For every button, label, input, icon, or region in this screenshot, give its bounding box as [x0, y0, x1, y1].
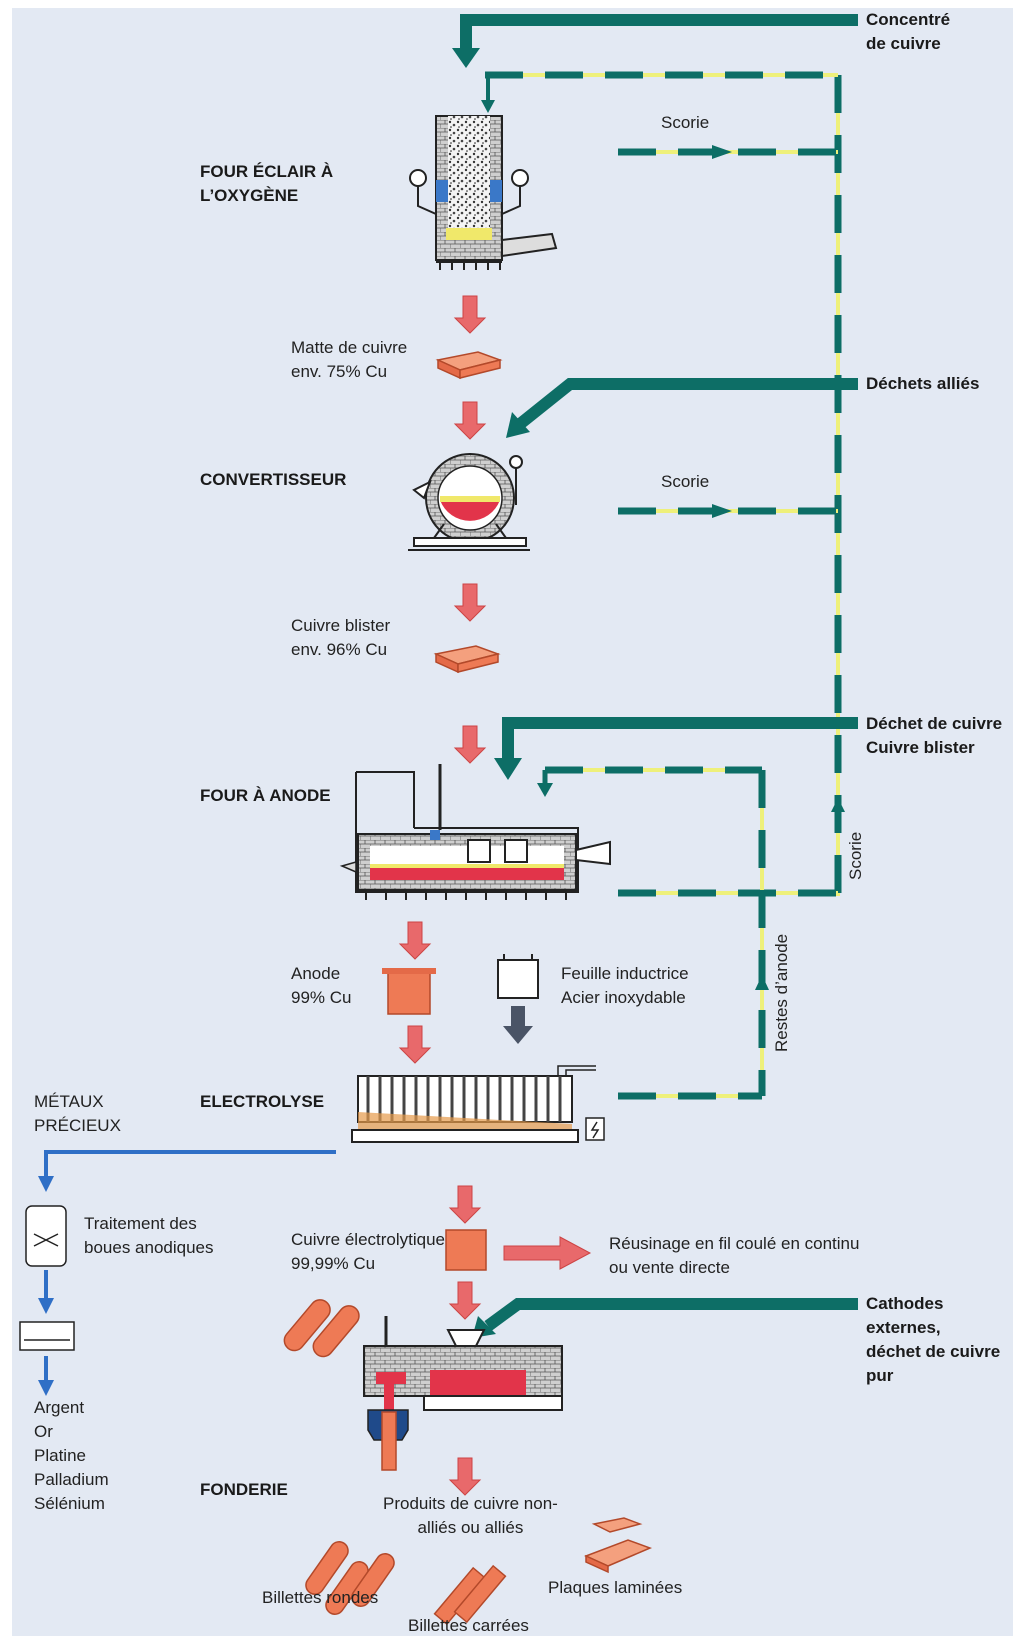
- blister-copper-block: [433, 645, 501, 674]
- anode-sludge-treatment-label: Traitement des boues anodiques: [84, 1214, 214, 1257]
- foundry-illustration: [363, 1316, 563, 1471]
- slag-label-3: Scorie: [846, 831, 865, 880]
- anode-label: Anode 99% Cu: [291, 964, 352, 1007]
- starter-sheet: [497, 954, 539, 999]
- flash-furnace-illustration: [409, 115, 558, 270]
- starter-sheet-label: Feuille inductrice Acier inoxydable: [561, 964, 689, 1007]
- process-arrows: [398, 295, 592, 1496]
- copper-matte-label: Matte de cuivre env. 75% Cu: [291, 338, 408, 381]
- rework-label: Réusinage en fil coulé en continu ou ven…: [609, 1234, 860, 1277]
- stage-converter: CONVERTISSEUR: [200, 470, 347, 489]
- input-alloyed-scrap: Déchets alliés: [866, 374, 980, 393]
- input-external-cathodes: Cathodes externes, déchet de cuivre pur: [866, 1294, 1001, 1385]
- slag-label-2: Scorie: [661, 472, 710, 491]
- precious-metals-title: MÉTAUX PRÉCIEUX: [34, 1092, 121, 1135]
- precious-metals-list: Argent Or Platine Palladium Sélénium: [34, 1398, 109, 1513]
- round-billets: [283, 1299, 395, 1615]
- round-billets-label: Billettes rondes: [262, 1588, 379, 1607]
- copper-matte-block: [435, 351, 503, 380]
- slag-label-1: Scorie: [661, 113, 710, 132]
- input-lines: [452, 14, 858, 1338]
- input-concentrate: Concentré de cuivre: [866, 10, 951, 53]
- electrolytic-copper-block: [445, 1229, 487, 1271]
- stage-electrolysis: ELECTROLYSE: [200, 1092, 325, 1111]
- products-title: Produits de cuivre non- alliés ou alliés: [383, 1494, 558, 1537]
- square-billets-label: Billettes carrées: [408, 1616, 529, 1635]
- square-billets: [433, 1564, 507, 1626]
- recycle-flow-lines: [481, 71, 845, 1100]
- rolled-plates: [584, 1517, 653, 1574]
- anode-furnace-illustration: [339, 764, 611, 900]
- stage-flash-furnace: FOUR ÉCLAIR À L’OXYGÈNE: [200, 162, 334, 205]
- stage-foundry: FONDERIE: [200, 1480, 288, 1499]
- rolled-plates-label: Plaques laminées: [548, 1578, 683, 1597]
- stage-anode-furnace: FOUR À ANODE: [200, 786, 331, 805]
- starter-sheet-arrow: [503, 1006, 533, 1044]
- precious-metals-branch: [19, 1150, 336, 1396]
- electrolytic-copper-label: Cuivre électrolytique 99,99% Cu: [291, 1230, 446, 1273]
- converter-illustration: [408, 453, 530, 551]
- blister-copper-label: Cuivre blister env. 96% Cu: [291, 616, 391, 659]
- electrolysis-cell: [351, 1065, 605, 1143]
- anode-block: [382, 968, 436, 1015]
- input-copper-scrap: Déchet de cuivre Cuivre blister: [866, 714, 1003, 757]
- anode-remains-label: Restes d’anode: [772, 933, 791, 1052]
